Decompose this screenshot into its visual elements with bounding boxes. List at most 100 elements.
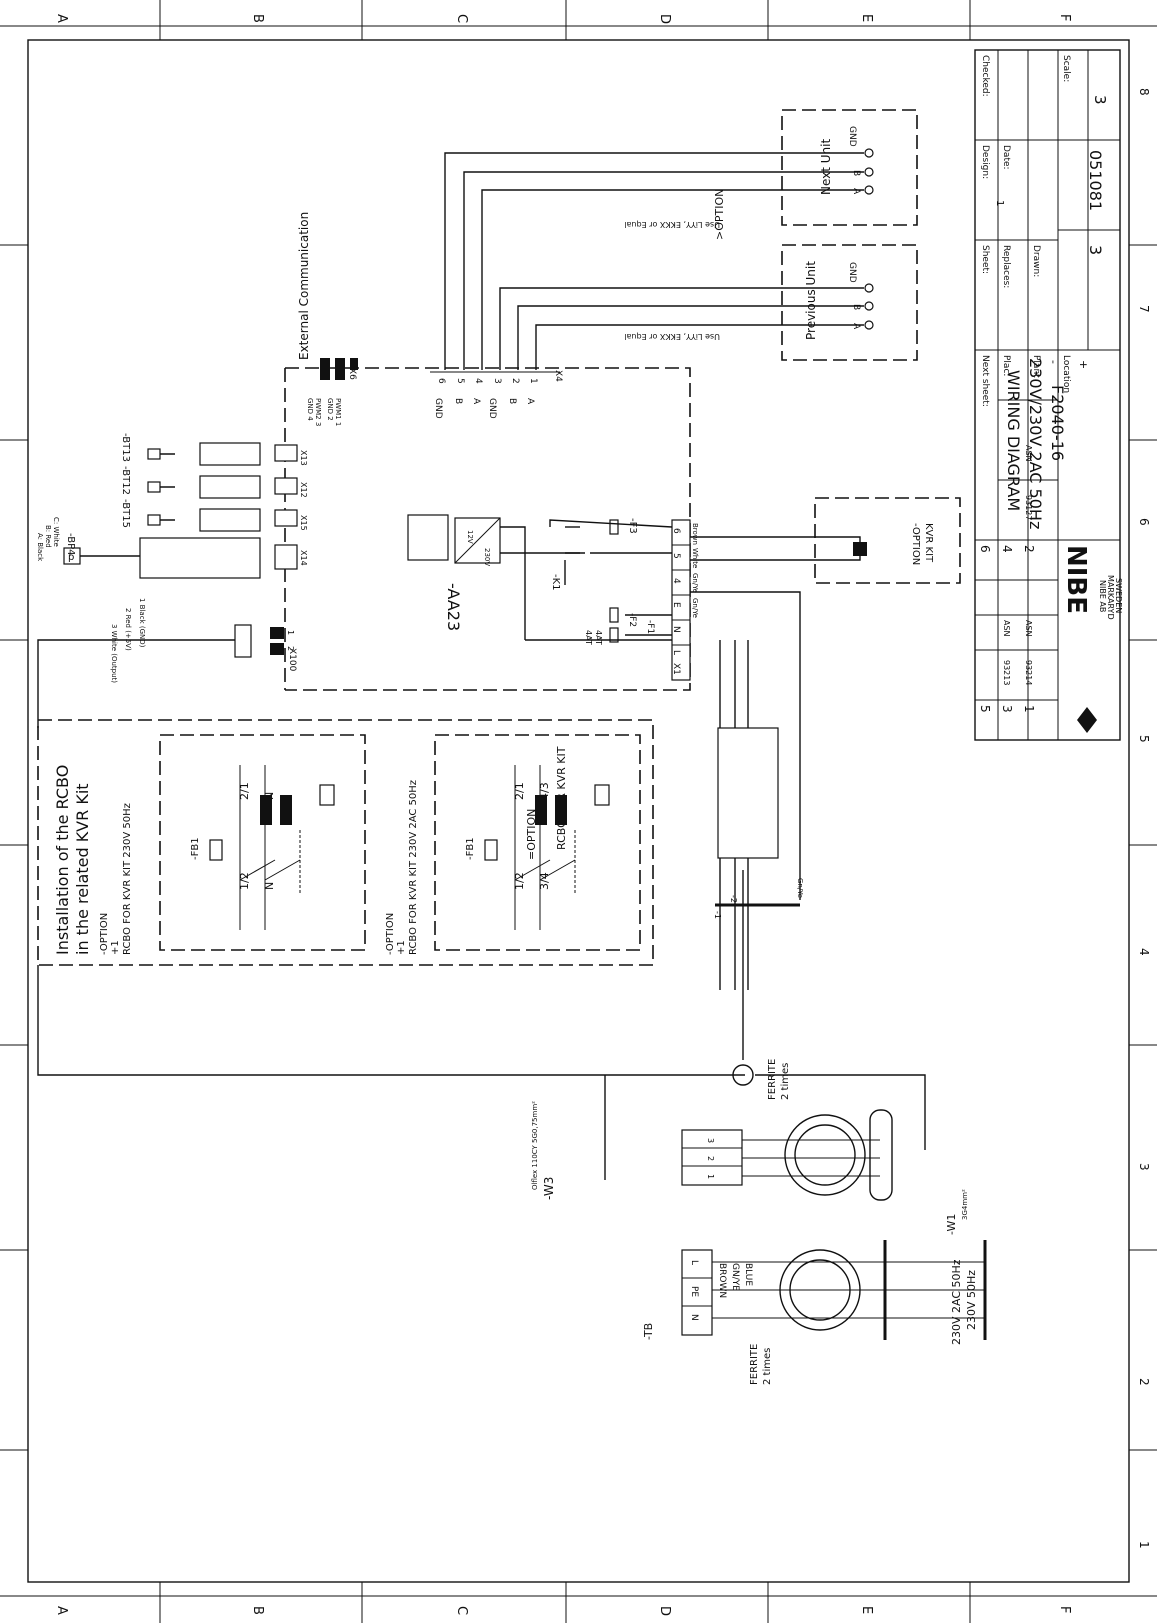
frame-letter: F (1057, 1606, 1072, 1613)
svg-text:PE: PE (689, 1286, 699, 1297)
value-scale: 3 (1091, 95, 1109, 105)
rev-sign: ASN (1024, 445, 1033, 462)
next-a-label: A (851, 188, 861, 195)
terminal-1-2-3 (681, 1129, 743, 1186)
frame-letter: E (859, 1606, 874, 1614)
svg-text:1: 1 (286, 630, 295, 635)
svg-text:1/2: 1/2 (238, 872, 251, 890)
cable-note-next: Use LiYY, EKKX or Equal (624, 220, 720, 229)
x100-connector (234, 624, 252, 658)
rev-sign: ASN (1002, 620, 1011, 637)
value-location: + (1077, 360, 1090, 369)
svg-text:GND: GND (487, 398, 497, 419)
rcbo-2p-box (434, 734, 641, 951)
f3-label: -F3 (627, 518, 638, 534)
frame-letters-top: A B C D E F (54, 14, 1072, 24)
kvr-kit-label: KVR KIT (923, 523, 934, 563)
supply-2: 230V 2AC 50Hz (950, 1259, 963, 1345)
svg-text:Brown: Brown (691, 523, 699, 545)
psu-out: 12V (466, 530, 474, 544)
f3-fuse (609, 519, 619, 535)
svg-text:-OPTION: -OPTION (385, 913, 396, 955)
frame-letter: B (250, 1606, 265, 1615)
bt13-label: -BT13 (120, 433, 131, 462)
tb-label: -TB (642, 1323, 655, 1340)
rcbo-1p-symbol: -FB1 1/2 2/1 N N (190, 765, 335, 930)
svg-text:4: 4 (473, 378, 483, 384)
svg-text:1: 1 (528, 378, 538, 384)
frame-letter: C (454, 1606, 469, 1615)
ext-comm-label: External Communication (297, 212, 311, 360)
x1-label: X1 (671, 663, 681, 675)
svg-text:2/1: 2/1 (513, 782, 526, 800)
next-unit-box (781, 109, 918, 226)
w1-label: -W1 (945, 1214, 958, 1235)
rev-date: 93213 (1002, 660, 1011, 685)
f2-label: -F2 (627, 613, 637, 627)
rev-sign: ASN (1024, 620, 1033, 637)
svg-text:Gn/Ye: Gn/Ye (691, 573, 699, 593)
label-drawn: Drawn: (1031, 245, 1041, 277)
bt12-label: -BT12 (120, 466, 131, 495)
prev-gnd-label: GND (847, 262, 857, 283)
svg-text:6: 6 (436, 378, 446, 384)
svg-text:PWM1 1: PWM1 1 (334, 398, 342, 426)
bt15-label: -BT15 (120, 499, 131, 528)
bp4-color: B: Red (44, 525, 52, 548)
rcbo-2p-symbol: -FB1 1/2 2/1 3/4 4/3 (465, 765, 610, 930)
svg-text:GN/YE: GN/YE (730, 1263, 740, 1291)
svg-text:A: A (525, 398, 535, 405)
label-plant: Plant (1031, 355, 1041, 378)
svg-text:GND 4: GND 4 (306, 398, 314, 421)
svg-text:1: 1 (706, 1174, 715, 1179)
bp4-pin: 2 Red (+5V) (124, 608, 132, 651)
frame-number: 6 (1137, 518, 1151, 526)
value-date: 051081 (1086, 150, 1105, 211)
svg-text:-FB1: -FB1 (465, 837, 476, 860)
w3-label: -W3 (542, 1177, 556, 1200)
value-plant: - (1047, 360, 1060, 364)
external-communication: External Communication GND B A Next Unit… (297, 109, 918, 370)
frame-letter: A (54, 1606, 69, 1615)
bp4-pin: 3 White (Output) (110, 624, 118, 683)
tb-terminal (681, 1249, 713, 1336)
next-unit-label: Next Unit (819, 139, 833, 195)
svg-text:3/4: 3/4 (538, 872, 551, 890)
frame-number: 3 (1137, 1163, 1151, 1171)
svg-text:2/1: 2/1 (238, 782, 251, 800)
svg-text:B: B (453, 398, 463, 404)
frame-number: 1 (1137, 1541, 1151, 1549)
x13-label: X13 (299, 450, 308, 466)
aa23-board: GND 6 B 5 A 4 GND 3 B 2 A 1 X4 X6 GND 4 … (36, 358, 699, 691)
x4-terminals: GND 6 B 5 A 4 GND 3 B 2 A 1 X4 (430, 370, 563, 419)
x6-connector: X6 GND 4 PWM2 3 GND 2 PWM1 1 (306, 358, 358, 426)
label-next-sheet: Next sheet: (980, 355, 990, 407)
frame-number: 7 (1137, 305, 1151, 313)
svg-text:GND: GND (433, 398, 443, 419)
rev-number: 2 (1022, 545, 1036, 553)
svg-text:-FB1: -FB1 (190, 837, 201, 860)
ferrite-1-icon (784, 1114, 866, 1196)
svg-text:2: 2 (286, 646, 295, 651)
value-sheet: 1 (994, 200, 1005, 206)
x4-label: X4 (553, 370, 563, 382)
svg-text:N: N (263, 792, 276, 800)
w3-cable-section: 3 2 1 FERRITE 2 times -W3 Olflex 110CY 5… (37, 639, 926, 1201)
previous-unit-label: Previous Unit (804, 261, 818, 340)
option-next-label: >OPTION (713, 189, 726, 240)
prev-a-label: A (851, 323, 861, 330)
title-line-1: WIRING DIAGRAM (1004, 370, 1023, 511)
svg-text:B: B (507, 398, 517, 404)
label-date: Date: (1001, 145, 1011, 170)
drawing-number: F2040-16 (1048, 385, 1067, 461)
svg-text:6: 6 (671, 528, 681, 534)
tb-supply-section: L PE N -TB BROWN GN/YE BLUE FERRITE 2 ti… (642, 1189, 987, 1385)
prev-b-label: B (851, 304, 861, 310)
sensor-connectors: X13 X12 X15 X14 -BT13 -BT12 -BT15 p -BP4… (36, 433, 308, 683)
svg-text:N: N (263, 882, 276, 890)
frame-letter: E (859, 14, 874, 22)
frame-number: 8 (1137, 88, 1151, 96)
w1-cable: 3G4mm² (961, 1189, 969, 1220)
psu-aux-box (407, 514, 449, 561)
